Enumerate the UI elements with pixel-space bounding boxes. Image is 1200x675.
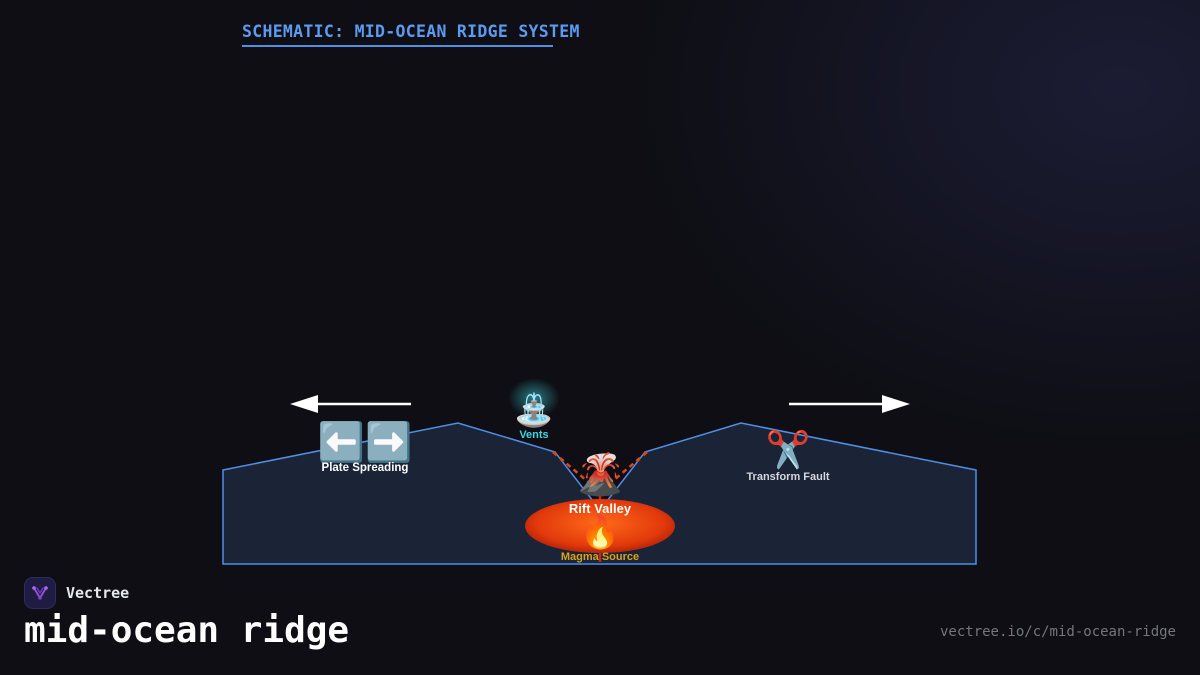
fire-icon: 🔥 [580,514,620,550]
transform-fault-label: Transform Fault [746,471,829,483]
vents-label: Vents [519,429,548,441]
brand-name: Vectree [66,584,130,602]
volcano-icon: 🌋 [575,451,625,497]
plate-spreading-icon: ⬅️➡️ [318,420,413,464]
vents-icon: ⛲ [514,392,554,429]
spreading-arrow-left-head [290,395,318,413]
magma-chamber [525,499,675,553]
vent-glow [508,378,560,418]
magma-source-label: Magma Source [561,551,639,563]
vectree-logo-icon [24,577,56,609]
plate-spreading-label: Plate Spreading [322,462,409,474]
title-underline [242,45,553,47]
spreading-arrow-right-head [882,395,910,413]
rift-valley-label: Rift Valley [569,501,632,516]
source-url[interactable]: vectree.io/c/mid-ocean-ridge [939,624,1176,640]
diagram-title: SCHEMATIC: MID-OCEAN RIDGE SYSTEM [242,22,580,41]
rift-fissure-left [552,451,601,493]
scissors-icon: ✂️ [766,428,811,470]
brand: Vectree [24,577,129,609]
topic-title: mid-ocean ridge [24,610,350,651]
rift-fissure-right [599,451,648,493]
ridge-crust [222,422,977,565]
